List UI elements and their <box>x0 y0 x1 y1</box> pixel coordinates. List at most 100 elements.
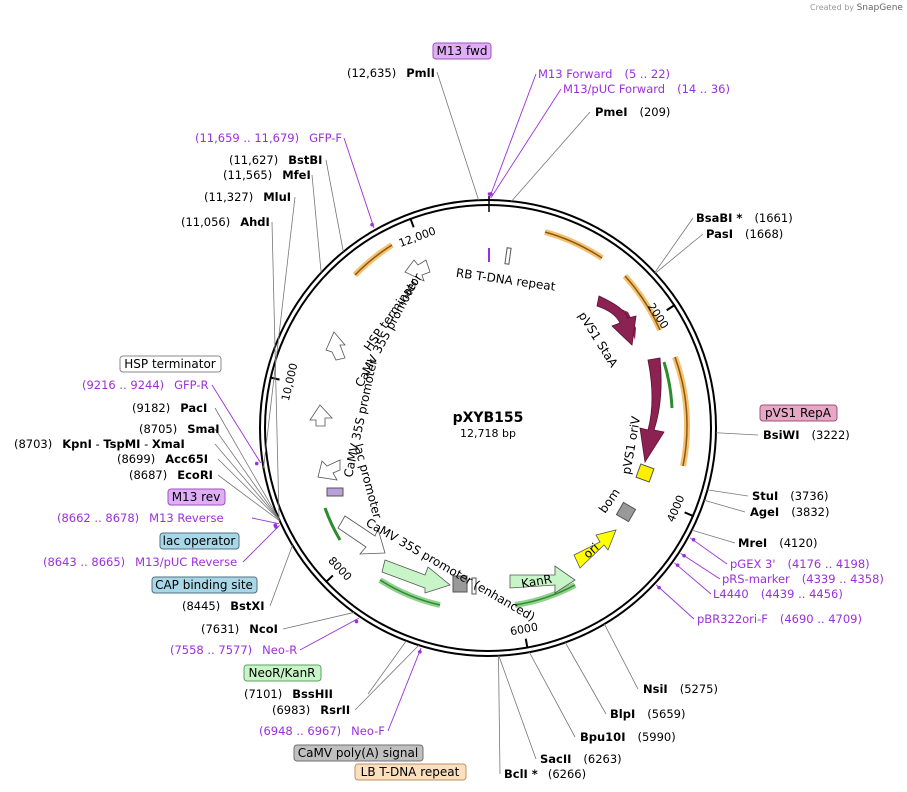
svg-text:(8445)BstXI: (8445)BstXI <box>182 599 265 613</box>
site-leader <box>564 642 607 715</box>
svg-text:L4440(4439 .. 4456): L4440(4439 .. 4456) <box>713 587 843 601</box>
primer-site-mark <box>418 650 422 654</box>
green-orf-3-core <box>379 579 441 606</box>
camv-polya-box <box>452 575 468 593</box>
svg-text:NsiI(5275): NsiI(5275) <box>643 682 718 696</box>
svg-text:(11,056)AhdI: (11,056)AhdI <box>181 215 270 229</box>
svg-text:M13 Forward(5 .. 22): M13 Forward(5 .. 22) <box>538 67 670 81</box>
hsp-term-arrow <box>404 259 431 282</box>
site-leader <box>603 623 639 690</box>
svg-text:CAP binding site: CAP binding site <box>155 578 253 592</box>
orf-arc-3-core <box>674 356 688 467</box>
svg-text:(12,635)PmlI: (12,635)PmlI <box>347 66 435 80</box>
svg-text:pGEX 3'(4176 .. 4198): pGEX 3'(4176 .. 4198) <box>730 557 870 571</box>
tick-mark <box>324 574 334 584</box>
primer-leader <box>299 617 359 651</box>
svg-text:(8699)Acc65I: (8699)Acc65I <box>117 452 208 466</box>
boxed-m13-rev: M13 rev <box>167 488 226 506</box>
site-leader <box>271 221 280 520</box>
rb-tdna-marker <box>504 247 512 265</box>
site-leader <box>214 443 280 520</box>
orf-arc-1 <box>544 229 604 261</box>
credit-text: Created by SnapGene <box>810 3 903 13</box>
kanr-arrow <box>509 565 576 594</box>
backbone-outer <box>259 199 717 657</box>
site-leader <box>707 489 749 497</box>
svg-text:(8703)KpnI - TspMI - XmaI: (8703)KpnI - TspMI - XmaI <box>14 437 185 451</box>
tick-label: 12,000 <box>397 224 438 250</box>
plasmid-size: 12,718 bp <box>460 427 516 440</box>
lb-tdna-marker <box>471 577 477 595</box>
svg-text:M13 rev: M13 rev <box>172 490 221 504</box>
svg-text:(8705)SmaI: (8705)SmaI <box>139 422 220 436</box>
svg-text:(6983)RsrII: (6983)RsrII <box>272 703 350 717</box>
inner-label-rb-tdna: RB T-DNA repeat <box>455 266 557 294</box>
svg-text:PmeI(209): PmeI(209) <box>595 105 670 119</box>
tick-label: 6000 <box>509 620 539 638</box>
ori-arrow <box>573 529 617 569</box>
site-leader <box>498 655 537 760</box>
site-leader <box>528 652 576 738</box>
site-leader <box>367 640 407 695</box>
tick-mark <box>269 376 280 381</box>
primer-leader <box>489 73 537 199</box>
pvs1-staa-shape <box>596 295 637 346</box>
lac-promoter-arrow <box>317 459 341 481</box>
primer-leader <box>211 384 262 464</box>
site-leader <box>269 545 293 607</box>
primer-leader <box>655 584 695 620</box>
camv35s-arrow-2 <box>325 331 346 361</box>
site-leader <box>691 529 736 544</box>
svg-text:(9216 .. 9244)GFP-R: (9216 .. 9244)GFP-R <box>82 378 209 392</box>
site-leader <box>282 612 355 630</box>
site-leader <box>704 499 746 513</box>
neor-inner-arrow <box>381 559 451 594</box>
site-leader <box>214 428 280 520</box>
boxed-neor-kanr: NeoR/KanR <box>243 664 322 682</box>
orf-arc-2-core <box>624 275 661 331</box>
green-orf-1 <box>662 361 674 409</box>
primer-site-mark <box>657 585 661 590</box>
svg-text:AgeI(3832): AgeI(3832) <box>750 505 829 519</box>
site-leader <box>655 233 704 274</box>
site-leader <box>436 71 480 201</box>
svg-text:NeoR/KanR: NeoR/KanR <box>248 666 315 680</box>
site-leader <box>715 432 759 436</box>
svg-text:(11,565)MfeI: (11,565)MfeI <box>223 168 311 182</box>
site-leader <box>654 217 694 273</box>
primer-leader <box>387 647 422 732</box>
leader-layer <box>211 71 759 775</box>
svg-text:M13 fwd: M13 fwd <box>437 44 488 58</box>
primer-site-mark <box>691 537 696 542</box>
boxed-pvs1-repa: pVS1 RepA <box>759 404 838 422</box>
svg-text:StuI(3736): StuI(3736) <box>752 489 829 503</box>
plasmid-name: pXYB155 <box>453 410 524 426</box>
tick-mark <box>666 303 676 312</box>
svg-text:(8687)EcoRI: (8687)EcoRI <box>129 468 213 482</box>
pvs1-oriv-box <box>635 463 655 483</box>
green-orf-2 <box>323 507 342 541</box>
site-leader <box>214 407 280 520</box>
svg-text:LB T-DNA repeat: LB T-DNA repeat <box>361 765 460 779</box>
primer-leader <box>242 525 280 563</box>
primer-leader <box>680 553 721 580</box>
primer-labels: M13 Forward(5 .. 22) M13/pUC Forward(14 … <box>43 67 884 738</box>
svg-text:(7558 .. 7577)Neo-R: (7558 .. 7577)Neo-R <box>170 643 297 657</box>
svg-text:HSP terminator: HSP terminator <box>124 357 216 371</box>
green-orf-4-core <box>514 584 576 606</box>
site-leader <box>325 159 344 252</box>
svg-text:(7101)BssHII: (7101)BssHII <box>244 687 333 701</box>
m13-rev-marker <box>326 487 344 497</box>
svg-text:PasI(1668): PasI(1668) <box>706 227 783 241</box>
svg-text:M13/pUC Forward(14 .. 36): M13/pUC Forward(14 .. 36) <box>563 82 730 96</box>
primer-site-mark <box>489 192 493 196</box>
site-leader <box>263 196 296 468</box>
boxed-m13-fwd: M13 fwd <box>432 42 492 60</box>
svg-text:pVS1 RepA: pVS1 RepA <box>765 406 832 420</box>
svg-text:BlpI(5659): BlpI(5659) <box>610 707 685 721</box>
boxed-lb-tdna: LB T-DNA repeat <box>354 763 467 781</box>
svg-text:(9182)PacI: (9182)PacI <box>132 401 207 415</box>
site-leader <box>217 458 280 521</box>
